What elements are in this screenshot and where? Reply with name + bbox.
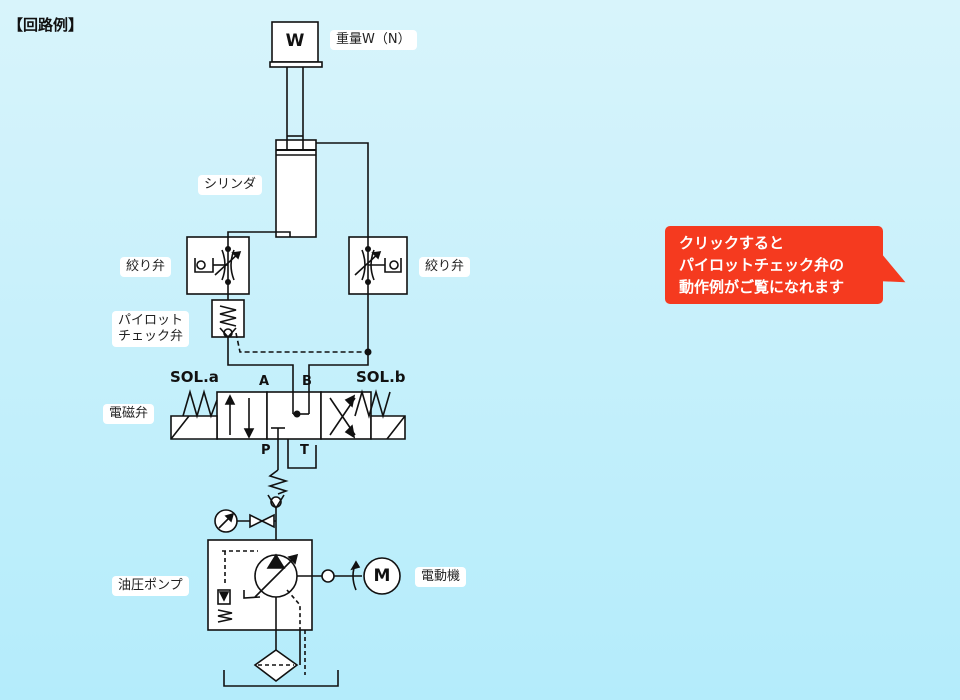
motor-symbol [363, 557, 401, 595]
solenoid-valve-label: 電磁弁 [103, 404, 155, 424]
cylinder-body [275, 139, 317, 238]
weight-label: 重量W（N） [330, 30, 417, 50]
animation-callout-button[interactable]: クリックすると パイロットチェック弁の 動作例がご覧になれます [665, 226, 913, 304]
port-b-label: B [302, 374, 312, 389]
solenoid-b-label: SOL.b [356, 368, 406, 386]
port-t-label: T [300, 443, 309, 458]
callout-text: クリックすると パイロットチェック弁の 動作例がご覧になれます [679, 234, 845, 296]
solenoid-coil-left [170, 415, 218, 440]
pilot-check-valve-label: パイロット チェック弁 [112, 311, 190, 347]
solenoid-valve-left-box [216, 391, 268, 440]
port-a-label: A [259, 374, 270, 389]
motor-symbol-label: M [373, 566, 391, 586]
throttle-valve-left-label: 絞り弁 [120, 257, 172, 277]
tank-symbol [223, 670, 339, 687]
solenoid-coil-right [370, 415, 406, 440]
solenoid-a-label: SOL.a [170, 368, 219, 386]
weight-symbol-label: W [285, 31, 305, 51]
motor-label: 電動機 [415, 567, 467, 587]
callout-box [665, 226, 883, 304]
throttle-valve-right-label: 絞り弁 [419, 257, 471, 277]
page-title: 【回路例】 [8, 16, 84, 34]
port-p-label: P [261, 443, 271, 458]
cylinder-label: シリンダ [198, 175, 263, 195]
weight-block [271, 21, 319, 63]
pump-label: 油圧ポンプ [112, 576, 189, 596]
